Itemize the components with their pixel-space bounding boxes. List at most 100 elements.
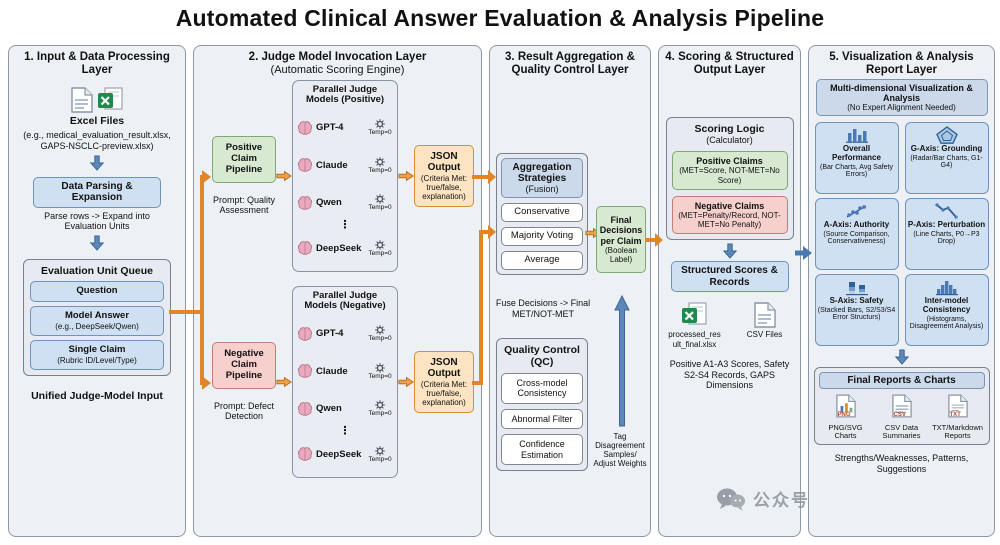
temp-label: Temp=0 xyxy=(368,166,392,174)
evaluation-unit-queue: Evaluation Unit Queue Question Model Ans… xyxy=(23,259,171,377)
bar-chart-icon xyxy=(845,128,868,143)
more-models-ellipsis: ⋮ xyxy=(339,424,351,437)
judge-models-box-positive: Parallel Judge Models (Positive) GPT-4 T… xyxy=(292,79,398,272)
report-file-label: PNG/SVG Charts xyxy=(828,422,863,441)
positive-claim-pipeline-box: Positive Claim Pipeline xyxy=(212,135,276,183)
strategy-conservative: Conservative xyxy=(501,203,583,222)
card-s-axis-safety: S-Axis: Safety (Stacked Bars, S2/S3/S4 E… xyxy=(814,273,899,346)
arrow-down-icon xyxy=(89,155,105,171)
quality-control-box: Quality Control (QC) Cross-model Consist… xyxy=(496,338,588,471)
viz-title: Multi-dimensional Visualization & Analys… xyxy=(830,82,973,103)
gear-icon xyxy=(375,157,385,167)
excel-files-label: Excel Files xyxy=(69,114,125,127)
document-icon xyxy=(753,302,776,329)
gear-icon xyxy=(375,325,385,335)
judge-model-row: GPT-4 Temp=0 xyxy=(297,109,393,147)
card-sub: (Line Charts, P0→P3 Drop) xyxy=(913,230,980,246)
gear-icon xyxy=(375,239,385,250)
watermark-text: 公众号 xyxy=(753,491,810,510)
card-sub: (Source Comparison, Conservativeness) xyxy=(823,230,890,246)
brain-icon xyxy=(297,402,313,416)
brain-icon xyxy=(297,364,313,379)
panel-visualization-report: 5. Visualization & Analysis Report Layer… xyxy=(808,45,995,537)
qc-cross-model-consistency: Cross-model Consistency xyxy=(501,373,583,404)
json-output-negative: JSON Output (Criteria Met: true/false, e… xyxy=(414,350,474,414)
csv-file-icon: CSV xyxy=(891,394,912,423)
panel-2-title: 2. Judge Model Invocation Layer (Automat… xyxy=(200,51,475,77)
report-files-row: PNG PNG/SVG Charts CSV CSV Data Summarie… xyxy=(819,394,985,441)
temperature-setting: Temp=0 xyxy=(367,119,393,136)
arrow-right-icon xyxy=(276,376,292,388)
negative-claims-label: Negative Claims xyxy=(694,200,765,211)
panel-2-title-main: 2. Judge Model Invocation Layer xyxy=(248,51,427,63)
queue-item-label: Model Answer xyxy=(64,310,130,322)
temp-label: Temp=0 xyxy=(368,372,392,380)
excel-icon xyxy=(97,87,123,110)
more-models-ellipsis: ⋮ xyxy=(339,218,351,231)
judge-models-title: Parallel Judge Models (Positive) xyxy=(305,83,385,106)
text-file-icon: TXT xyxy=(947,394,968,423)
file-type-badge: TXT xyxy=(949,411,961,418)
card-sub: (Histograms, Disagreement Analysis) xyxy=(909,315,984,331)
line-chart-icon xyxy=(934,203,958,219)
scoring-logic-sub: (Calculator) xyxy=(706,135,753,146)
card-title: Inter-model Consistency xyxy=(922,295,971,314)
queue-item-model-answer: Model Answer (e.g., DeepSeek/Qwen) xyxy=(30,306,164,337)
card-title: G-Axis: Grounding xyxy=(910,143,983,153)
panel-5-title: 5. Visualization & Analysis Report Layer xyxy=(829,51,974,76)
negative-pipeline-row: Negative Claim Pipeline Prompt: Defect D… xyxy=(200,283,475,481)
image-file-icon: PNG xyxy=(835,394,856,423)
gear-icon xyxy=(375,445,385,456)
panel-aggregation-qc: 3. Result Aggregation & Quality Control … xyxy=(489,45,651,537)
judge-model-row: DeepSeek Temp=0 xyxy=(297,229,393,267)
negative-pipeline-col: Negative Claim Pipeline Prompt: Defect D… xyxy=(212,341,276,422)
txt-markdown-reports-file: TXT TXT/Markdown Reports xyxy=(931,394,985,441)
aggregation-title: Aggregation Strategies xyxy=(512,162,572,184)
card-sub: (Radar/Bar Charts, G1-G4) xyxy=(910,154,983,170)
final-decisions-sub: (Boolean Label) xyxy=(604,246,638,265)
arrow-down-icon xyxy=(89,235,105,252)
temp-label: Temp=0 xyxy=(368,204,392,212)
panel-scoring-output: 4. Scoring & Structured Output Layer Sco… xyxy=(658,45,801,537)
brain-icon xyxy=(297,241,313,255)
qc-feedback-note: Tag Disagreement Samples/ Adjust Weights xyxy=(593,432,647,468)
judge-model-row: Qwen Temp=0 xyxy=(297,184,393,222)
brain-icon xyxy=(297,326,313,341)
positive-pipeline-col: Positive Claim Pipeline Prompt: Quality … xyxy=(212,135,276,216)
csv-output-file: CSV Files xyxy=(737,302,793,339)
report-file-label: TXT/Markdown Reports xyxy=(932,422,983,441)
judge-model-row: Claude Temp=0 xyxy=(297,352,393,390)
gear-icon xyxy=(375,363,385,373)
json-output-positive: JSON Output (Criteria Met: true/false, e… xyxy=(414,144,474,208)
unified-input-label: Unified Judge-Model Input xyxy=(31,390,163,403)
brain-icon xyxy=(297,158,313,173)
card-title: Overall Performance xyxy=(832,143,881,162)
parsing-sub: Parse rows -> Expand into Evaluation Uni… xyxy=(44,210,150,232)
scatter-plot-icon xyxy=(846,205,866,218)
data-parsing-box: Data Parsing & Expansion xyxy=(33,176,161,208)
card-inter-model-consistency: Inter-model Consistency (Histograms, Dis… xyxy=(904,273,989,346)
temp-label: Temp=0 xyxy=(368,455,392,463)
strategy-majority-voting: Majority Voting xyxy=(501,226,583,246)
qc-title: Quality Control (QC) xyxy=(504,344,580,369)
panel-3-title: 3. Result Aggregation & Quality Control … xyxy=(505,51,635,76)
arrow-right-icon xyxy=(398,376,414,388)
csv-summaries-file: CSV CSV Data Summaries xyxy=(875,394,929,441)
watermark: 公众号 xyxy=(716,486,810,511)
negative-claim-pipeline-box: Negative Claim Pipeline xyxy=(212,341,276,389)
stacked-bar-icon xyxy=(845,281,868,296)
strategy-average: Average xyxy=(501,250,583,270)
temperature-setting: Temp=0 xyxy=(367,445,393,463)
json-output-sub: (Criteria Met: true/false, explanation) xyxy=(420,379,468,408)
panel-judge-invocation: 2. Judge Model Invocation Layer (Automat… xyxy=(193,45,482,537)
card-title: S-Axis: Safety xyxy=(829,295,884,305)
queue-title: Evaluation Unit Queue xyxy=(40,265,153,278)
card-g-axis-grounding: G-Axis: Grounding (Radar/Bar Charts, G1-… xyxy=(904,121,989,194)
queue-item-sub: (e.g., DeepSeek/Qwen) xyxy=(55,322,139,332)
negative-claims-rule: Negative Claims (MET=Penalty/Record, NOT… xyxy=(671,195,788,235)
negative-prompt-label: Prompt: Defect Detection xyxy=(213,400,275,422)
file-type-badge: CSV xyxy=(893,411,906,418)
histogram-icon xyxy=(935,280,958,296)
temperature-setting: Temp=0 xyxy=(367,400,393,417)
qc-confidence-estimation: Confidence Estimation xyxy=(501,434,583,465)
